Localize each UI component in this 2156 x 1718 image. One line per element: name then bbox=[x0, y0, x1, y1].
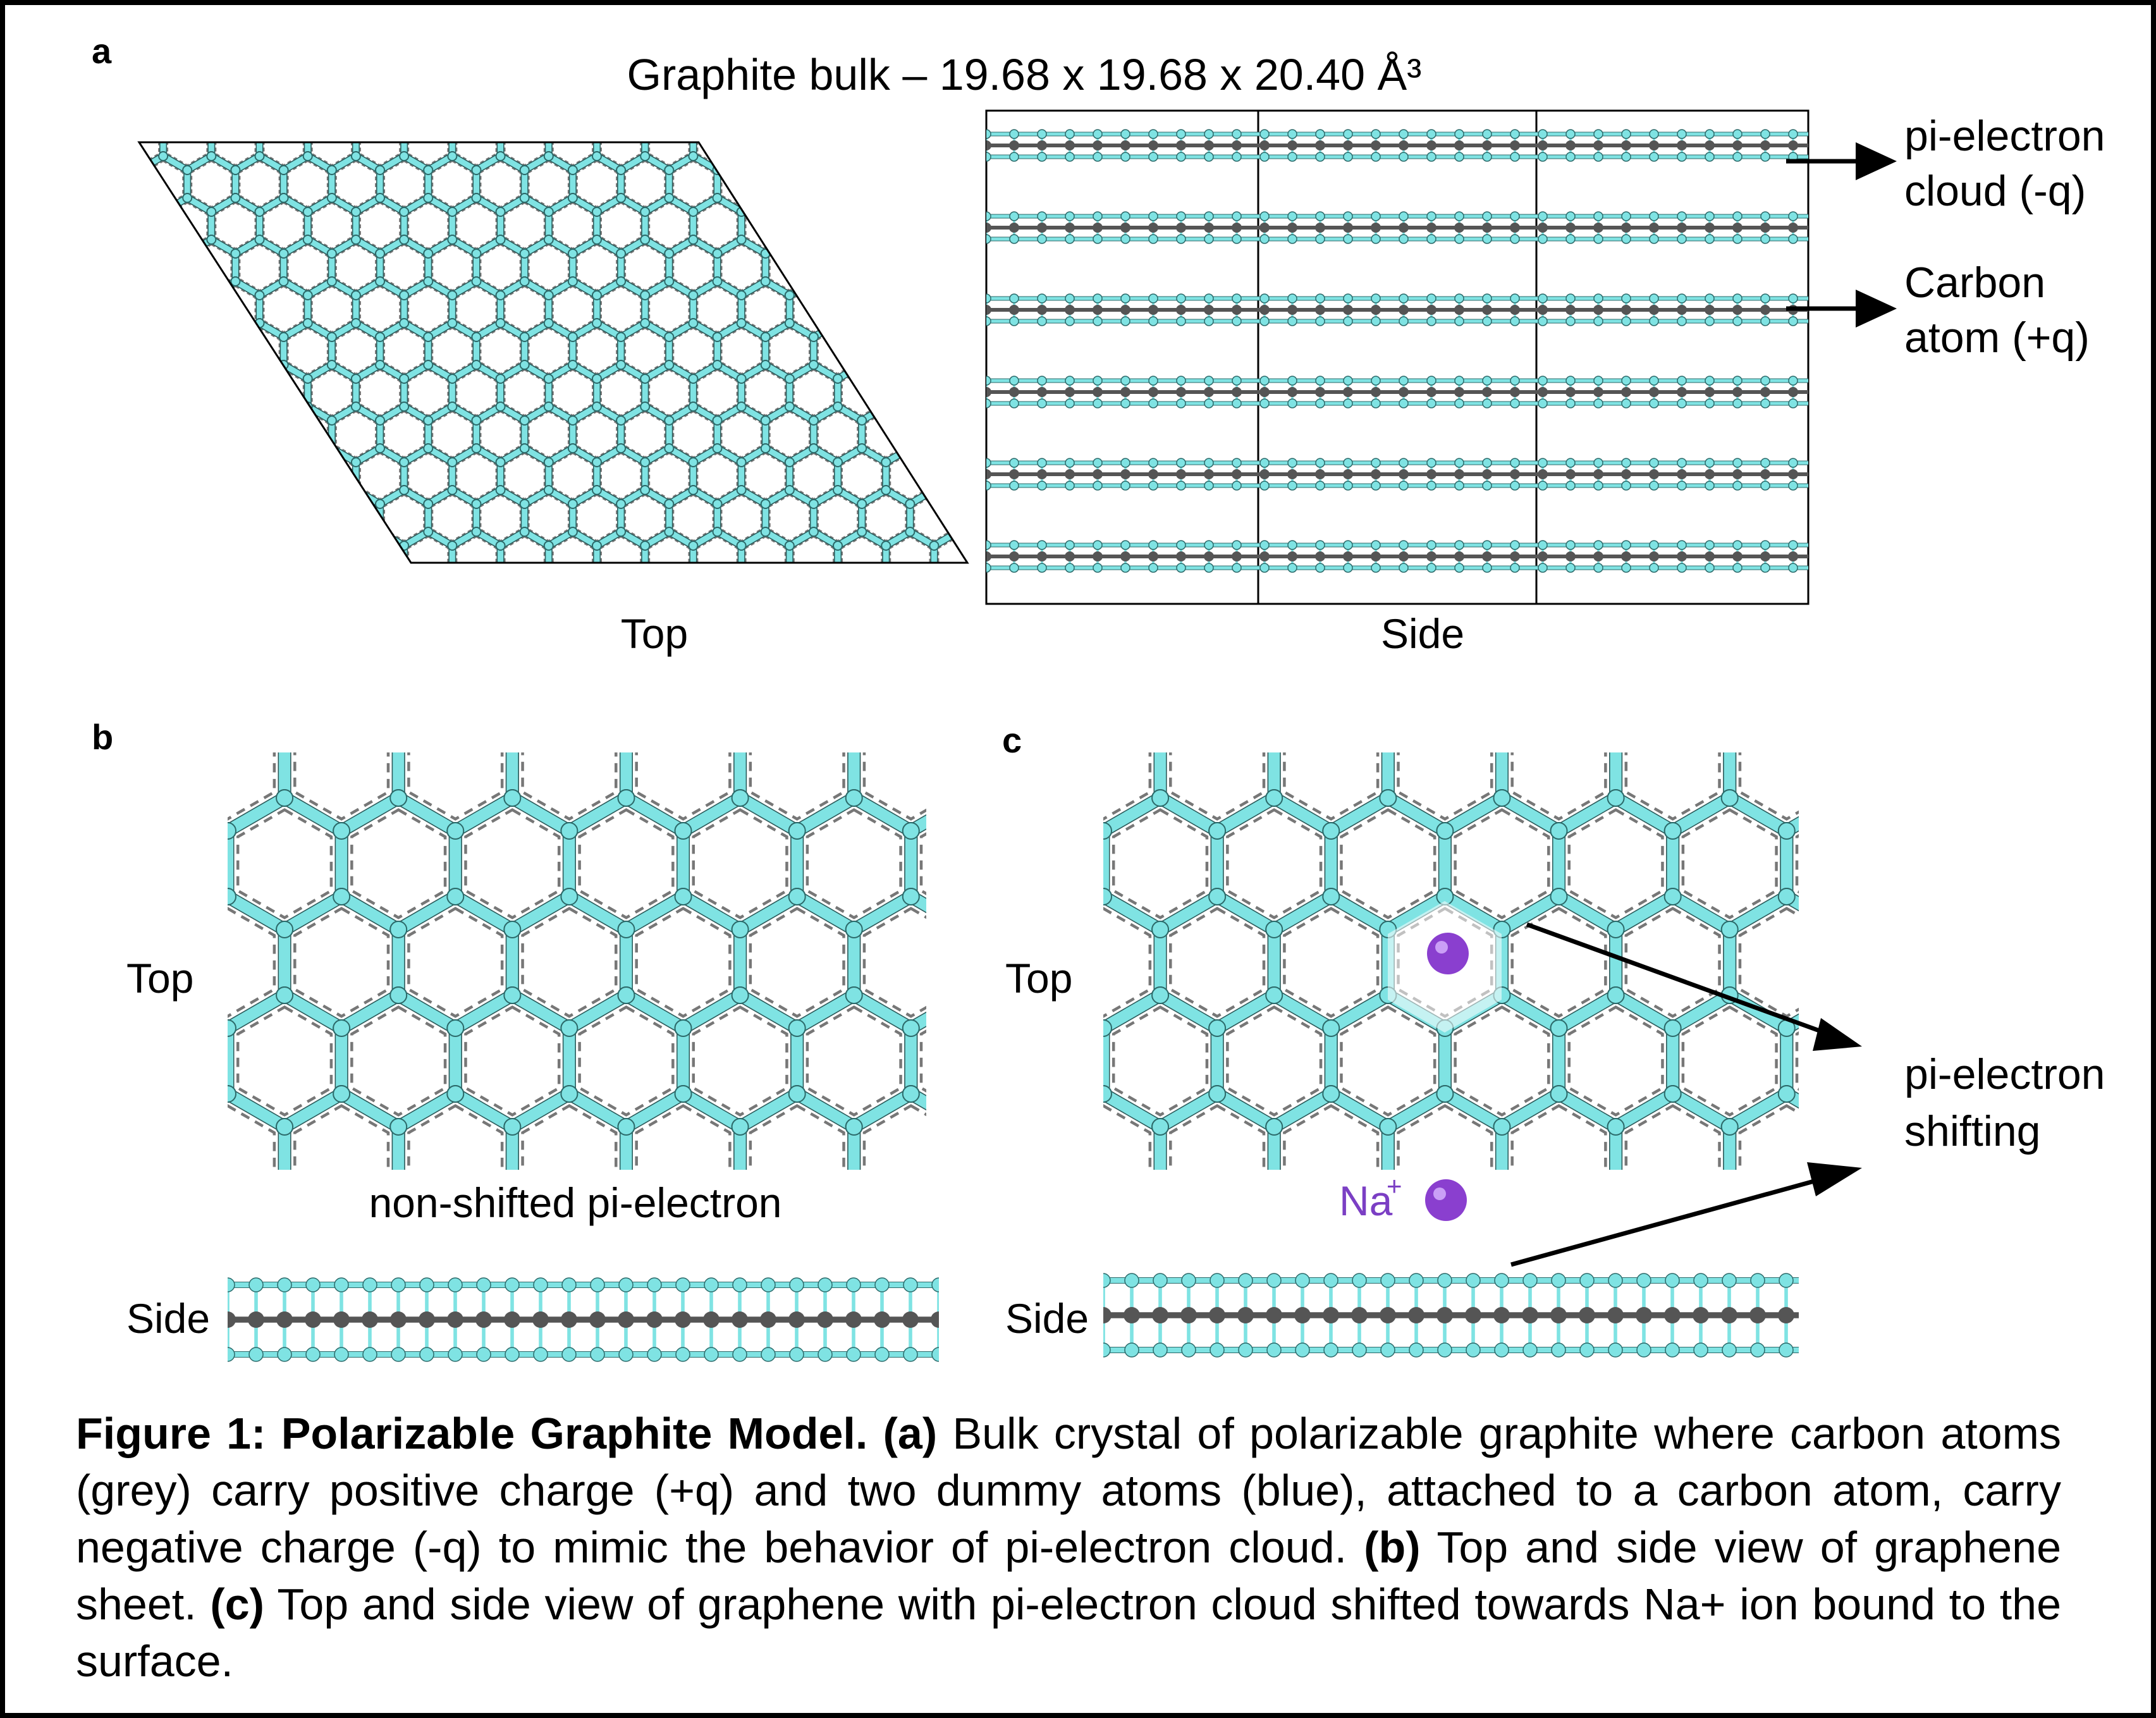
panel-c-top-label: Top bbox=[1005, 955, 1072, 1002]
pi-cloud-arrow bbox=[1786, 142, 1897, 180]
graphene-top-view-b bbox=[228, 752, 926, 1170]
panel-a-title: Graphite bulk – 19.68 x 19.68 x 20.40 Å³ bbox=[627, 50, 1422, 99]
sodium-ion-legend bbox=[1425, 1179, 1467, 1221]
ion-label-charge: + bbox=[1387, 1171, 1402, 1201]
caption-c-text: Top and side view of graphene with pi-el… bbox=[76, 1580, 2062, 1686]
carbon-atom-label-line2: atom (+q) bbox=[1904, 314, 2090, 362]
panel-c-letter: c bbox=[1002, 720, 1022, 760]
graphite-top-view bbox=[139, 142, 967, 563]
pi-shift-arrow-side bbox=[1510, 1162, 1862, 1267]
pi-shift-label-line1: pi-electron bbox=[1904, 1050, 2105, 1098]
graphene-top-view-c bbox=[1103, 752, 1799, 1170]
panel-b-caption: non-shifted pi-electron bbox=[369, 1179, 781, 1226]
graphite-side-view bbox=[986, 129, 1808, 573]
carbon-atom-arrow bbox=[1786, 290, 1897, 328]
caption-a-text: Bulk crystal of polarizable graphite whe… bbox=[76, 1409, 2061, 1572]
panel-a-top-label: Top bbox=[621, 610, 688, 657]
sodium-ion-top bbox=[1427, 933, 1469, 974]
caption-figure-label: Figure 1: Polarizable Graphite Model. bbox=[76, 1409, 868, 1458]
panel-b-side-label: Side bbox=[126, 1295, 210, 1342]
caption-b-text: Top and side view of graphene sheet. bbox=[76, 1523, 2062, 1629]
panel-a-side-label: Side bbox=[1381, 610, 1464, 657]
top-view-cell-outline bbox=[137, 141, 969, 564]
caption-b-tag: (b) bbox=[1364, 1523, 1421, 1572]
pi-cloud-label-line2: cloud (-q) bbox=[1904, 167, 2086, 215]
panel-b-letter: b bbox=[92, 717, 113, 757]
figure-caption: Figure 1: Polarizable Graphite Model. (a… bbox=[76, 1405, 2061, 1690]
graphene-side-view-c bbox=[1103, 1273, 1799, 1358]
pi-shift-label-line2: shifting bbox=[1904, 1107, 2040, 1155]
carbon-atom-label-line1: Carbon bbox=[1904, 259, 2045, 307]
ion-label: Na + bbox=[1339, 1171, 1402, 1224]
side-view-cell-box bbox=[985, 109, 1810, 605]
pi-shift-arrow-top bbox=[1526, 922, 1862, 1051]
panel-b-top-label: Top bbox=[126, 955, 193, 1002]
graphene-side-view-b bbox=[228, 1277, 939, 1362]
panel-a-letter: a bbox=[92, 31, 112, 71]
ion-label-text: Na bbox=[1339, 1177, 1393, 1224]
pi-cloud-label-line1: pi-electron bbox=[1904, 112, 2105, 160]
panel-c-side-label: Side bbox=[1005, 1295, 1089, 1342]
caption-a-tag: (a) bbox=[883, 1409, 938, 1458]
caption-c-tag: (c) bbox=[210, 1580, 264, 1629]
